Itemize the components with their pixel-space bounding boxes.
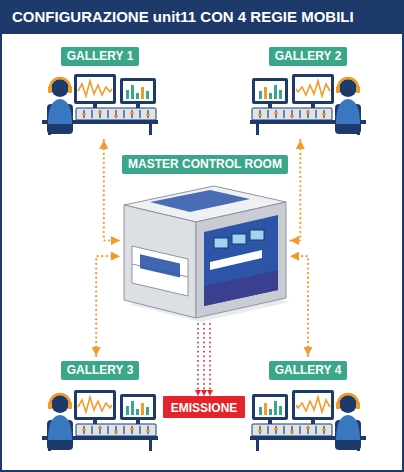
gallery-node: GALLERY 2 [244, 42, 372, 140]
diagram-title: CONFIGURAZIONE unit11 CON 4 REGIE MOBILI [12, 8, 354, 26]
dotted-line [209, 324, 211, 396]
signal-arrow [96, 256, 120, 356]
gallery-illustration [250, 390, 366, 451]
dotted-line [290, 256, 308, 356]
control-room-illustration [124, 186, 290, 322]
gallery-illustration [42, 390, 158, 451]
signal-arrow [290, 256, 308, 356]
dotted-line [290, 140, 300, 240]
gallery-node: GALLERY 3 [36, 356, 164, 456]
gallery-node: GALLERY 1 [36, 42, 164, 140]
room-label: GALLERY 4 [269, 361, 348, 380]
gallery-illustration [42, 74, 158, 135]
room-label: GALLERY 2 [269, 47, 348, 66]
output-box: EMISSIONE [163, 396, 246, 418]
room-label: MASTER CONTROL ROOM [122, 155, 288, 174]
room-label: GALLERY 1 [61, 47, 140, 66]
dotted-line [96, 256, 120, 356]
dotted-line [203, 324, 205, 396]
output-label: EMISSIONE [171, 401, 238, 416]
signal-arrow [290, 140, 300, 240]
signal-arrow [104, 140, 120, 240]
gallery-illustration [250, 74, 366, 135]
broadcast-arrow [198, 324, 210, 396]
room-label: GALLERY 3 [61, 361, 140, 380]
control-room-node: MASTER CONTROL ROOM [120, 150, 290, 324]
dotted-line [197, 324, 199, 396]
gallery-node: GALLERY 4 [244, 356, 372, 456]
dotted-line [104, 140, 120, 240]
